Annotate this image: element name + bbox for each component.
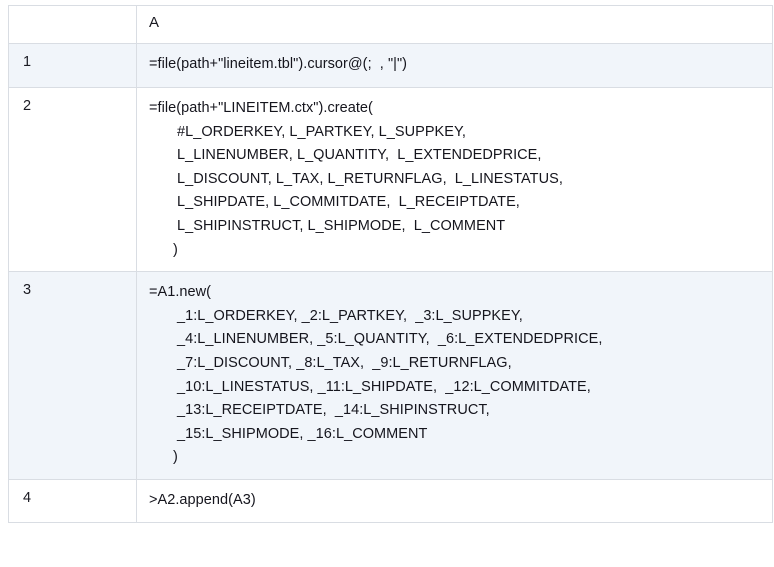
row-number-cell-1[interactable]: 1: [8, 43, 137, 88]
code-line: ): [173, 241, 178, 258]
row-number-cell-4[interactable]: 4: [8, 478, 137, 523]
row-number-label: 4: [23, 489, 32, 506]
code-line: =file(path+"lineitem.tbl").cursor@(; , "…: [149, 56, 408, 72]
cell-a4[interactable]: >A2.append(A3): [136, 478, 773, 523]
row-number-label: 2: [23, 98, 32, 114]
grid-corner-cell[interactable]: [8, 5, 137, 44]
code-line: >A2.append(A3): [149, 491, 256, 508]
code-line: L_SHIPINSTRUCT, L_SHIPMODE, L_COMMENT: [177, 217, 506, 234]
code-line: _1:L_ORDERKEY, _2:L_PARTKEY, _3:L_SUPPKE…: [177, 307, 523, 324]
table-row: 2 =file(path+"LINEITEM.ctx").create( #L_O…: [8, 86, 773, 273]
cell-a2[interactable]: =file(path+"LINEITEM.ctx").create( #L_ORD…: [136, 86, 773, 273]
code-line: L_DISCOUNT, L_TAX, L_RETURNFLAG, L_LINES…: [177, 170, 563, 187]
code-line: L_SHIPDATE, L_COMMITDATE, L_RECEIPTDATE,: [177, 194, 520, 211]
row-number-label: 3: [23, 282, 32, 299]
row-number-label: 1: [23, 54, 32, 70]
table-row: 3 =A1.new( _1:L_ORDERKEY, _2:L_PARTKEY, _…: [8, 271, 773, 480]
cell-a3[interactable]: =A1.new( _1:L_ORDERKEY, _2:L_PARTKEY, _3:…: [136, 271, 773, 480]
column-header-a-label: A: [149, 14, 160, 31]
table-row: 4 >A2.append(A3): [8, 478, 773, 523]
row-number-cell-2[interactable]: 2: [8, 86, 137, 273]
column-header-row: A: [8, 5, 773, 44]
table-row: 1 =file(path+"lineitem.tbl").cursor@(; ,…: [8, 43, 773, 88]
row-number-cell-3[interactable]: 3: [8, 271, 137, 480]
script-table: A 1 =file(path+"lineitem.tbl").cursor@(;…: [8, 5, 773, 523]
code-line: =A1.new(: [149, 284, 212, 301]
code-line: _4:L_LINENUMBER, _5:L_QUANTITY, _6:L_EXT…: [177, 331, 603, 348]
cell-a4-code: >A2.append(A3): [137, 480, 772, 522]
cell-a3-code: =A1.new( _1:L_ORDERKEY, _2:L_PARTKEY, _3:…: [137, 272, 772, 479]
code-line: L_LINENUMBER, L_QUANTITY, L_EXTENDEDPRIC…: [177, 147, 542, 164]
code-line: _7:L_DISCOUNT, _8:L_TAX, _9:L_RETURNFLAG…: [177, 354, 512, 371]
cell-a1-code: =file(path+"lineitem.tbl").cursor@(; , "…: [137, 44, 772, 86]
cell-a2-code: =file(path+"LINEITEM.ctx").create( #L_ORD…: [137, 88, 772, 271]
cell-a1[interactable]: =file(path+"lineitem.tbl").cursor@(; , "…: [136, 43, 773, 88]
code-line: _15:L_SHIPMODE, _16:L_COMMENT: [177, 425, 428, 442]
code-line: _13:L_RECEIPTDATE, _14:L_SHIPINSTRUCT,: [177, 402, 490, 419]
code-line: =file(path+"LINEITEM.ctx").create(: [149, 100, 373, 116]
code-line: ): [173, 449, 178, 466]
code-line: #L_ORDERKEY, L_PARTKEY, L_SUPPKEY,: [177, 123, 466, 140]
grid-corner-label: [9, 6, 136, 15]
script-table-body: 1 =file(path+"lineitem.tbl").cursor@(; ,…: [8, 43, 773, 523]
spl-script-grid: A 1 =file(path+"lineitem.tbl").cursor@(;…: [0, 5, 774, 567]
column-header-a[interactable]: A: [136, 5, 773, 44]
code-line: _10:L_LINESTATUS, _11:L_SHIPDATE, _12:L_…: [177, 378, 591, 395]
